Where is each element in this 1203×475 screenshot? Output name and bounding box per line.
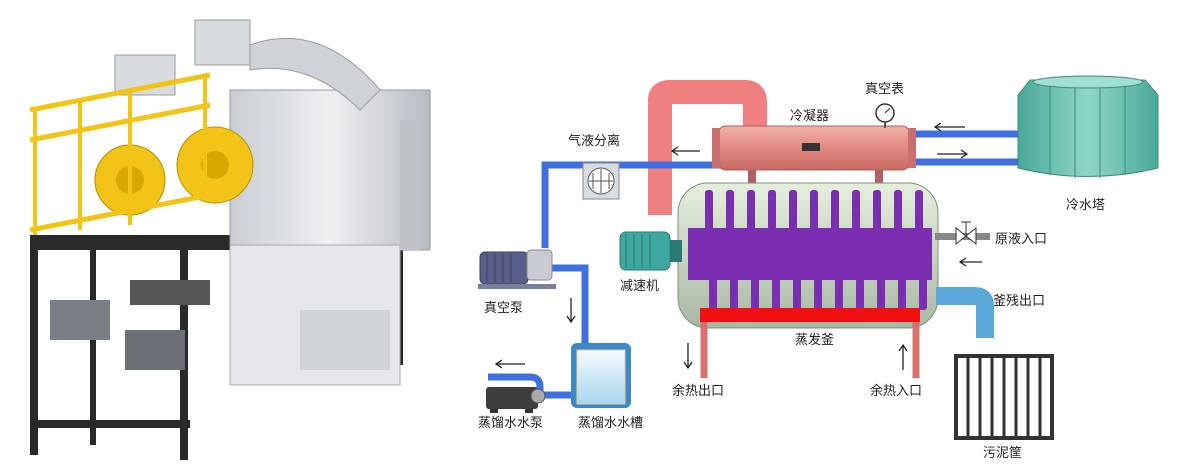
- cooling-tower: [1017, 75, 1159, 178]
- agitator-fin: [747, 190, 755, 230]
- agitator-fin: [831, 190, 839, 230]
- raw-liquid-inlet-pipe: [935, 221, 990, 246]
- residue-outlet-pipe: [936, 287, 994, 338]
- label-residue-outlet: 釜残出口: [993, 294, 1045, 309]
- agitator-fin: [709, 278, 717, 310]
- vapor-pipe: [648, 80, 767, 215]
- label-cooling-tower: 冷水塔: [1066, 198, 1105, 213]
- agitator-fin: [852, 190, 860, 230]
- agitator-fin: [835, 278, 843, 310]
- label-evaporator: 蒸发釜: [795, 332, 834, 348]
- reducer-motor: [619, 231, 682, 271]
- agitator-fin: [894, 190, 902, 230]
- agitator-fin: [730, 278, 738, 310]
- label-distilled-water-pump: 蒸馏水水泵: [478, 416, 543, 431]
- label-reducer: 减速机: [620, 279, 659, 294]
- equipment-photo: [29, 19, 431, 460]
- label-vacuum-pump: 真空泵: [484, 301, 523, 316]
- agitator-fin: [768, 190, 776, 230]
- vacuum-pump: [478, 249, 556, 289]
- label-vacuum-gauge: 真空表: [865, 82, 904, 97]
- label-distilled-water-tank: 蒸馏水水槽: [578, 416, 643, 431]
- agitator-fin: [751, 278, 759, 310]
- distilled-water-tank: [571, 343, 631, 408]
- label-waste-heat-inlet: 余热入口: [870, 383, 922, 399]
- condenser: [712, 125, 916, 184]
- label-sludge-basket: 污泥筐: [983, 445, 1022, 461]
- evaporator: [677, 182, 939, 329]
- vacuum-gauge-icon: [875, 103, 895, 128]
- agitator-fin: [919, 278, 927, 310]
- distilled-water-pump: [486, 387, 546, 413]
- pump-to-tank-pipe: [548, 264, 589, 350]
- label-waste-heat-outlet: 余热出口: [672, 383, 724, 399]
- agitator-fin: [772, 278, 780, 310]
- label-gas-liquid-separator: 气液分离: [568, 133, 620, 149]
- agitator-fin: [810, 190, 818, 230]
- label-raw-liquid-inlet: 原液入口: [995, 232, 1047, 247]
- agitator-fin: [898, 278, 906, 310]
- label-condenser: 冷凝器: [790, 108, 829, 124]
- agitator-fin: [726, 190, 734, 230]
- waste-heat-pipes: [700, 322, 920, 378]
- agitator-fin: [915, 190, 923, 230]
- agitator-fin: [789, 190, 797, 230]
- gas-liquid-separator: [582, 162, 620, 200]
- agitator-fin: [705, 190, 713, 230]
- agitator-fin: [814, 278, 822, 310]
- agitator-fin: [856, 278, 864, 310]
- sludge-basket: [954, 354, 1054, 440]
- vacuum-line-pipe: [541, 161, 725, 248]
- agitator-fin: [877, 278, 885, 310]
- agitator-fin: [793, 278, 801, 310]
- agitator-fin: [873, 190, 881, 230]
- cooling-water-pipes: [916, 130, 1020, 166]
